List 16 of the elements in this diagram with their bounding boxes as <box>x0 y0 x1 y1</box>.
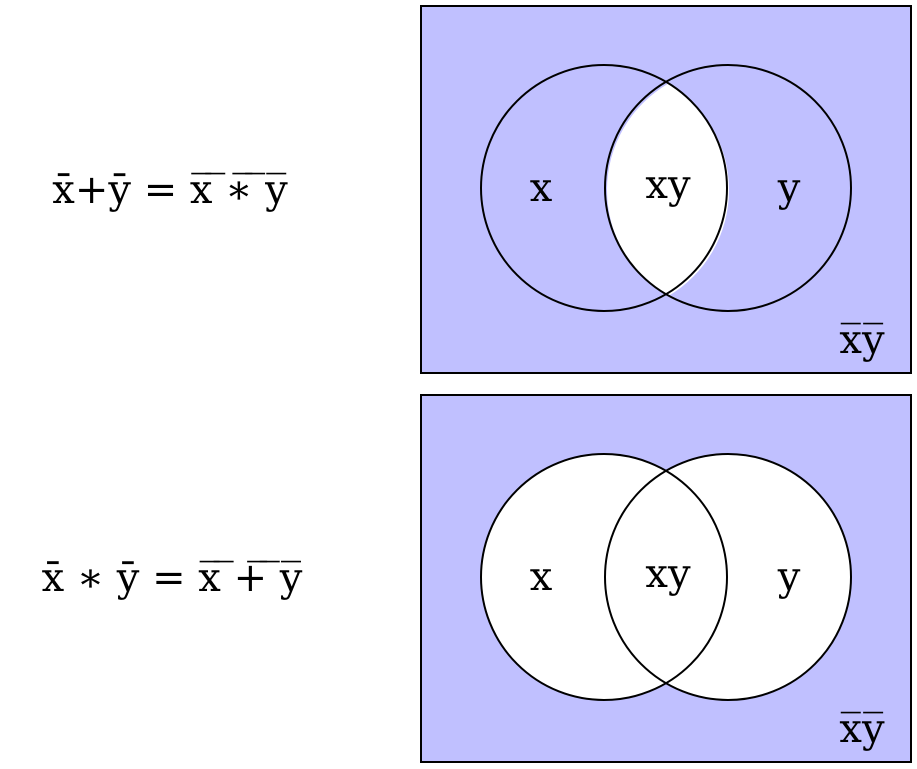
venn-universe-box <box>420 394 912 763</box>
set-circle <box>480 64 728 312</box>
set-circle <box>480 453 728 701</box>
complement-label: x̅y̅ <box>839 320 885 360</box>
set-label: x <box>530 168 552 208</box>
venn-universe-box <box>420 5 912 374</box>
intersection-label: xy <box>645 165 691 205</box>
set-label: y <box>778 557 800 597</box>
formula-text: x̄+ȳ = x̅ ̅∗̅ ̅y̅ <box>52 170 288 210</box>
complement-label: x̅y̅ <box>839 709 885 749</box>
formula-text: x̄ ∗ ȳ = x̅ ̅+̅ ̅y̅ <box>42 558 302 598</box>
set-label: x <box>530 557 552 597</box>
set-circle <box>604 453 852 701</box>
set-circle <box>604 64 852 312</box>
intersection-label: xy <box>645 554 691 594</box>
set-label: y <box>778 168 800 208</box>
